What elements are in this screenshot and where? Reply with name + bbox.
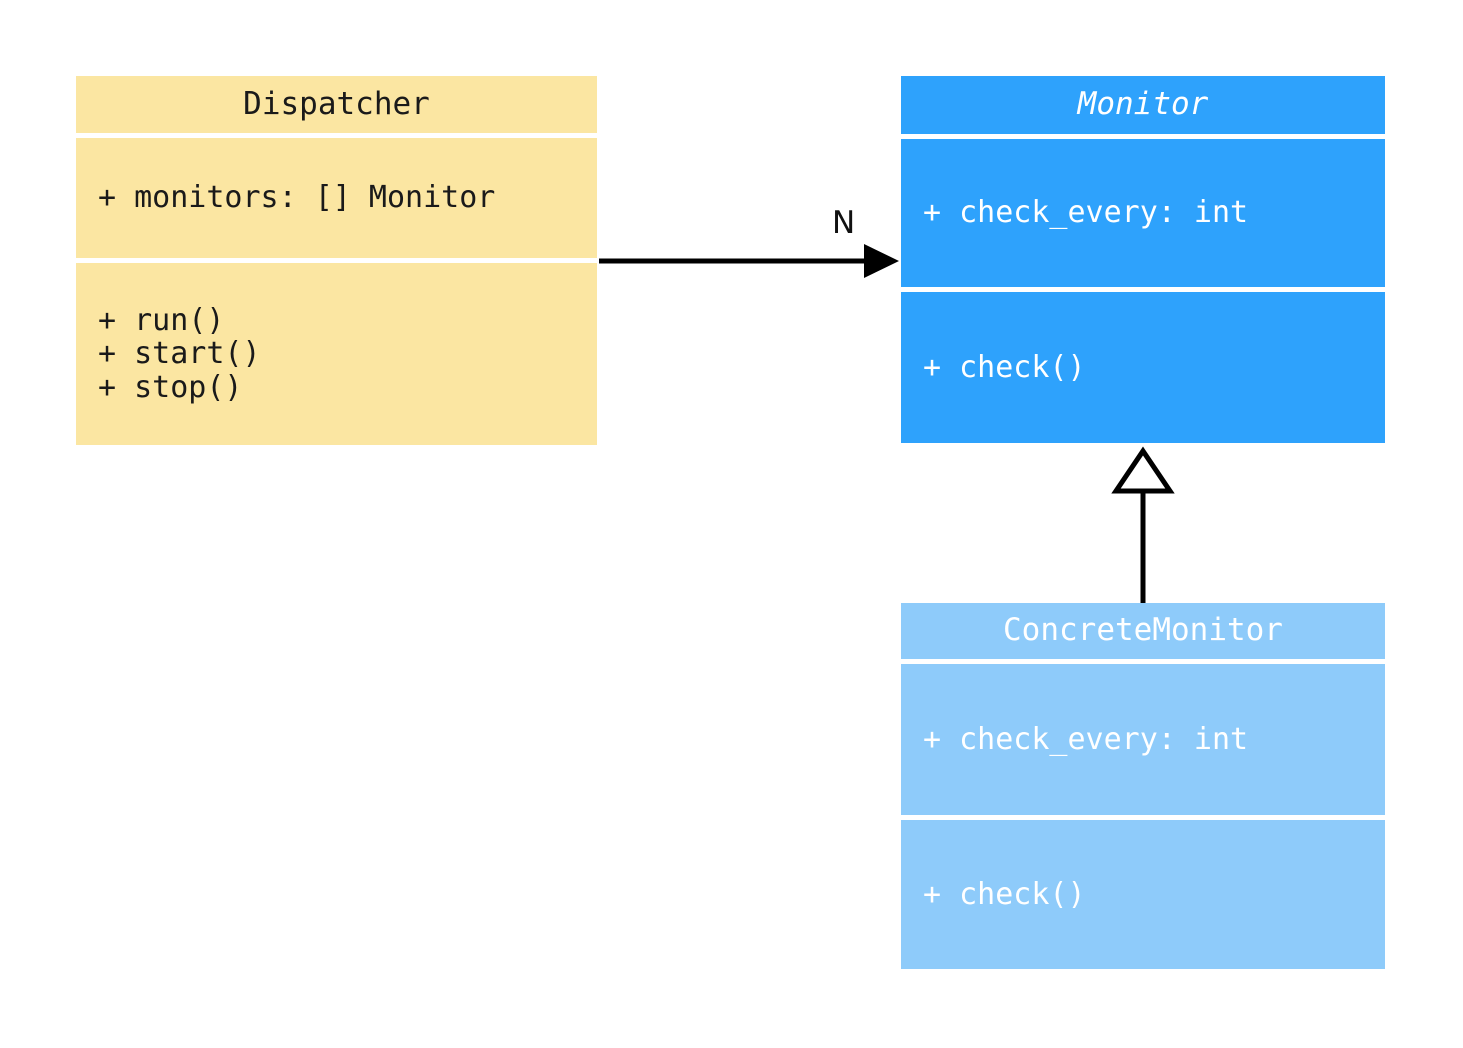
monitor-title-compartment: Monitor — [901, 76, 1385, 134]
dispatcher-attribute-item: + monitors: [] Monitor — [98, 180, 496, 216]
monitor-attributes-compartment: + check_every: int — [901, 139, 1385, 287]
dispatcher-methods-compartment: + run() + start() + stop() — [76, 263, 597, 445]
concrete-monitor-method-list: + check() — [901, 878, 1385, 912]
monitor-attribute-item: + check_every: int — [923, 195, 1249, 231]
monitor-class-name: Monitor — [1077, 86, 1209, 123]
monitor-methods-compartment: + check() — [901, 292, 1385, 443]
concrete-monitor-methods-compartment: + check() — [901, 820, 1385, 969]
monitor-method-item: + check() — [923, 349, 1086, 385]
generalization-concrete-monitor-to-monitor — [1111, 446, 1175, 603]
dispatcher-attributes-compartment: + monitors: [] Monitor — [76, 138, 597, 258]
concrete-monitor-method-item: + check() — [923, 876, 1086, 912]
association-dispatcher-to-monitor — [599, 244, 899, 278]
class-box-monitor[interactable]: Monitor + check_every: int + check() — [901, 76, 1385, 443]
concrete-monitor-title-compartment: ConcreteMonitor — [901, 603, 1385, 659]
dispatcher-method-list: + run() + start() + stop() — [76, 304, 597, 405]
class-box-dispatcher[interactable]: Dispatcher + monitors: [] Monitor + run(… — [76, 76, 597, 445]
concrete-monitor-class-name: ConcreteMonitor — [1003, 612, 1283, 649]
association-multiplicity-label: N — [832, 205, 856, 241]
dispatcher-class-name: Dispatcher — [243, 85, 430, 122]
association-arrowhead-filled-triangle — [864, 244, 899, 278]
concrete-monitor-attributes-compartment: + check_every: int — [901, 664, 1385, 815]
class-box-concrete-monitor[interactable]: ConcreteMonitor + check_every: int + che… — [901, 603, 1385, 969]
concrete-monitor-attribute-item: + check_every: int — [923, 721, 1249, 757]
concrete-monitor-attribute-list: + check_every: int — [901, 723, 1385, 757]
dispatcher-attribute-list: + monitors: [] Monitor — [76, 181, 597, 215]
monitor-method-list: + check() — [901, 351, 1385, 385]
generalization-arrowhead-hollow-triangle — [1111, 446, 1175, 494]
monitor-attribute-list: + check_every: int — [901, 196, 1385, 230]
dispatcher-method-item: + run() — [98, 302, 225, 338]
dispatcher-title-compartment: Dispatcher — [76, 76, 597, 133]
dispatcher-method-item: + stop() — [98, 369, 243, 405]
dispatcher-method-item: + start() — [98, 336, 261, 372]
